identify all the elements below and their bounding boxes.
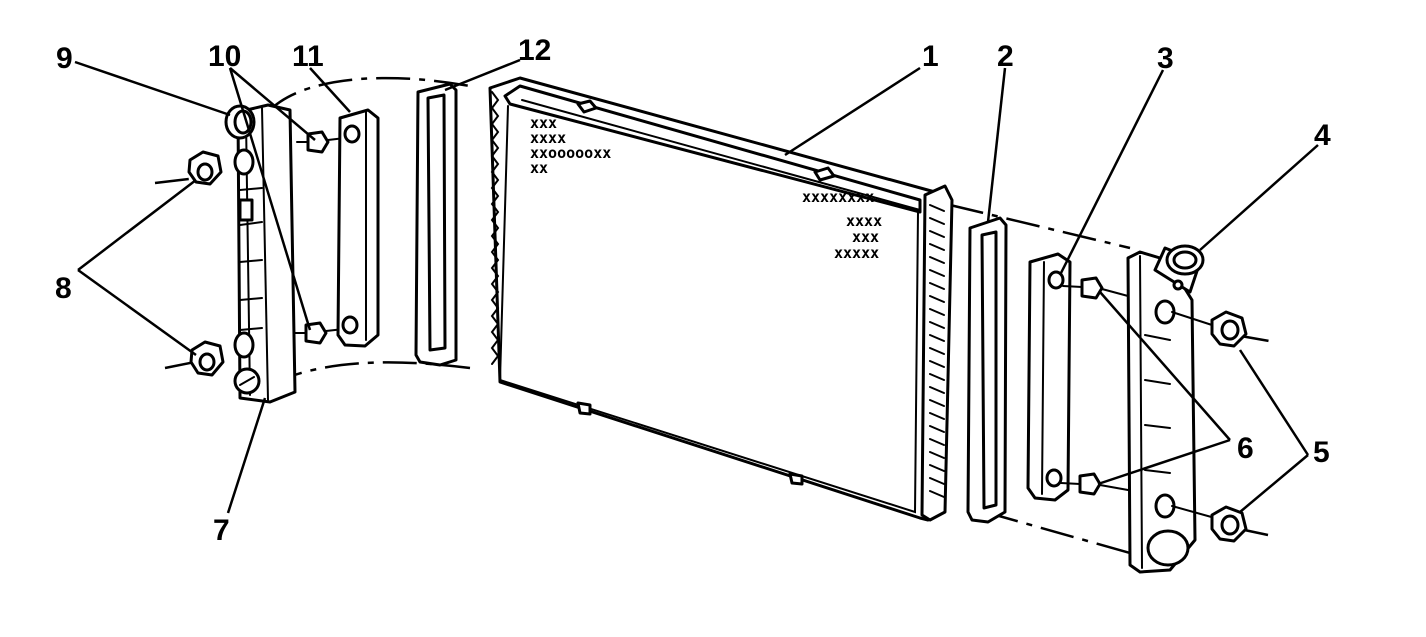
- radiator-mark-left-3: xxoooooxx: [530, 144, 611, 162]
- callout-6: 6: [1237, 432, 1254, 465]
- nut-left-lower: [189, 340, 225, 377]
- radiator-mark-right-1: xxxxxxxx: [802, 188, 874, 206]
- radiator-marks: xxx xxxx xxoooooxx xx xxxxxxxx xxxx xxx …: [530, 114, 882, 262]
- radiator-mark-left-4: xx: [530, 159, 548, 177]
- bracket-right: [1026, 252, 1072, 502]
- leader-lines: [74, 58, 1319, 514]
- radiator-mark-left-2: xxxx: [530, 129, 566, 147]
- left-side-tank: [224, 103, 297, 404]
- insulator-right-lower: [1060, 472, 1129, 496]
- insulator-right-upper: [1062, 276, 1129, 300]
- callout-10: 10: [208, 40, 241, 73]
- radiator-mark-right-4: xxxxx: [834, 244, 879, 262]
- bracket-left: [336, 108, 380, 348]
- insulator-left-lower: [294, 321, 345, 345]
- callout-5: 5: [1313, 436, 1330, 469]
- callout-4: 4: [1314, 119, 1331, 152]
- nut-right-lower: [1210, 505, 1248, 543]
- radiator-mark-left-1: xxx: [530, 114, 557, 132]
- callout-7: 7: [213, 514, 230, 547]
- radiator-mark-right-2: xxxx: [846, 212, 882, 230]
- nut-left-upper: [187, 150, 223, 186]
- callout-1: 1: [922, 40, 939, 73]
- callout-11: 11: [292, 40, 324, 73]
- right-side-tank: [1126, 244, 1216, 574]
- seal-left: [414, 82, 458, 367]
- radiator-mark-right-3: xxx: [852, 228, 879, 246]
- callout-2: 2: [997, 40, 1014, 73]
- radiator-right-fins: [920, 184, 954, 522]
- nut-right-upper: [1210, 310, 1248, 348]
- callout-9: 9: [56, 42, 73, 75]
- seal-right: [966, 216, 1008, 524]
- callout-12: 12: [518, 34, 551, 67]
- callout-labels: 1 2 3 4 5 6 7 8 9 10 11 12: [55, 34, 1331, 547]
- insulator-left-upper: [296, 130, 346, 154]
- callout-8: 8: [55, 272, 72, 305]
- callout-3: 3: [1157, 42, 1174, 75]
